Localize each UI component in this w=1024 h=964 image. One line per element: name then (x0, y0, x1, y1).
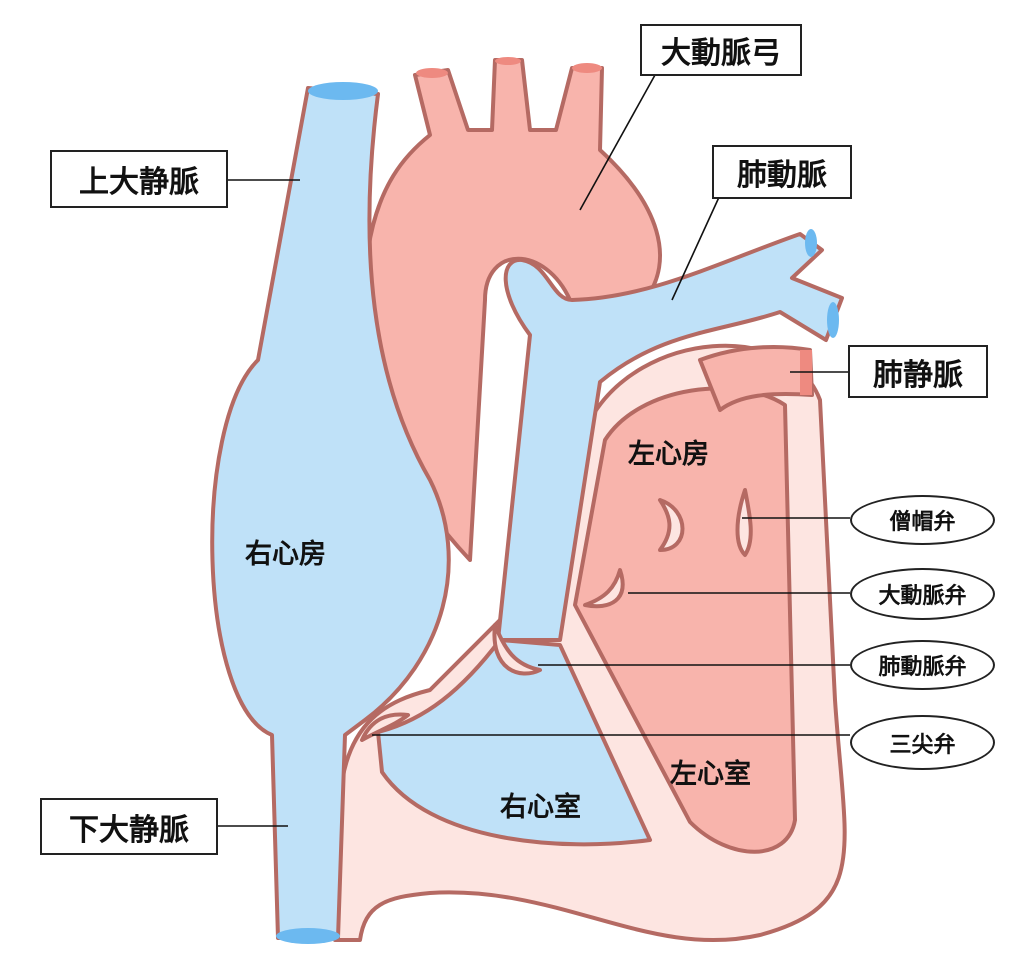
label-left-ventricle: 左心室 (670, 759, 751, 790)
pa-cap-1 (805, 229, 817, 257)
right-ventricle (376, 638, 652, 847)
pulmonary-artery (496, 232, 844, 642)
label-mitral-valve: 僧帽弁 (850, 495, 995, 545)
aorta-cap-2 (495, 57, 521, 65)
ivc-cap (276, 928, 340, 944)
label-pulmonary-artery: 肺動脈 (712, 145, 852, 199)
aortic-valve (583, 568, 625, 609)
svc-cap (308, 82, 378, 100)
label-pulmonary-vein: 肺静脈 (848, 345, 988, 398)
leader-pa (671, 194, 721, 301)
label-right-ventricle: 右心室 (500, 792, 581, 823)
pa-cap-2 (827, 302, 839, 338)
label-right-atrium: 右心房 (245, 539, 326, 570)
aorta-cap-1 (416, 68, 448, 78)
tricuspid-valve (360, 712, 410, 742)
label-inferior-vena-cava: 下大静脈 (40, 798, 218, 855)
pulmonary-valve (492, 623, 542, 676)
label-aortic-arch: 大動脈弓 (640, 24, 802, 76)
label-left-atrium: 左心房 (628, 439, 709, 470)
mitral-valve-2 (735, 488, 753, 557)
mitral-valve (658, 498, 685, 552)
leader-aorta (579, 74, 656, 211)
label-pulmonary-valve: 肺動脈弁 (850, 640, 995, 690)
label-aortic-valve: 大動脈弁 (850, 568, 995, 620)
aorta-cap-3 (572, 63, 602, 73)
right-atrium-vena-cava (210, 86, 451, 940)
label-tricuspid-valve: 三尖弁 (850, 715, 995, 770)
label-superior-vena-cava: 上大静脈 (50, 150, 228, 208)
